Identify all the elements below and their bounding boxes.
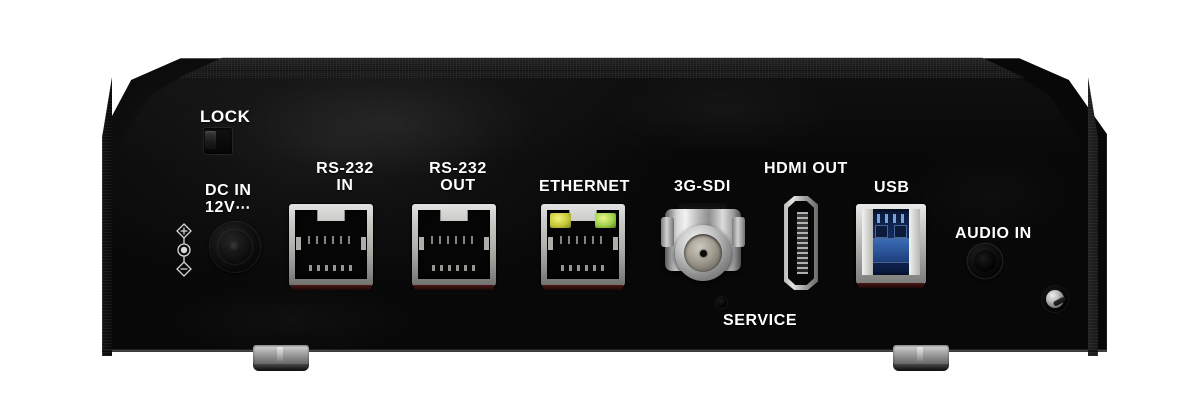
dc-in-jack[interactable] bbox=[210, 222, 260, 272]
rs232-in-contacts bbox=[309, 264, 353, 271]
chassis-bottom-edge bbox=[102, 348, 1107, 352]
ethernet-contacts bbox=[561, 264, 605, 271]
lock-label: LOCK bbox=[200, 107, 251, 126]
ethernet-link-led bbox=[550, 213, 571, 228]
audio-in-bore bbox=[974, 250, 996, 272]
ethernet-base bbox=[543, 285, 623, 290]
rs232-in-label-line1: RS-232 bbox=[316, 160, 374, 177]
usb-rail-right bbox=[909, 209, 920, 275]
dc-jack-center-pin bbox=[229, 241, 241, 253]
dc-in-voltage: 12V bbox=[205, 199, 236, 216]
chassis-screw bbox=[1042, 286, 1068, 312]
audio-in-label: AUDIO IN bbox=[955, 225, 1032, 242]
rs232-in-label-line2: IN bbox=[336, 177, 354, 194]
usb-lug-right bbox=[895, 226, 907, 237]
audio-in-port[interactable] bbox=[968, 244, 1002, 278]
usb-label: USB bbox=[874, 179, 910, 196]
dc-polarity-center-positive-icon bbox=[176, 223, 192, 277]
lock-switch-nub bbox=[205, 131, 216, 149]
rs232-out-tab-left bbox=[419, 236, 424, 250]
rs232-out-cavity bbox=[418, 210, 490, 279]
rs232-in-tab-left bbox=[296, 236, 301, 250]
sdi-label: 3G-SDI bbox=[674, 178, 731, 195]
hdmi-out-port[interactable] bbox=[784, 196, 818, 290]
ethernet-activity-led bbox=[595, 213, 616, 228]
rs232-in-cavity bbox=[295, 210, 367, 279]
rs232-in-base bbox=[291, 285, 371, 290]
dc-in-label-line1: DC IN bbox=[205, 182, 252, 199]
rs232-in-tab-right bbox=[361, 236, 366, 250]
usb-port[interactable] bbox=[856, 204, 926, 288]
dc-in-symbol: ⋯ bbox=[235, 199, 252, 216]
hdmi-contact-blade bbox=[797, 212, 808, 274]
service-label: SERVICE bbox=[723, 312, 798, 329]
rs232-out-tab-right bbox=[484, 236, 489, 250]
usb-base bbox=[858, 283, 924, 288]
screw-head bbox=[1046, 290, 1067, 308]
ethernet-tab-right bbox=[613, 236, 618, 250]
rs232-out-label-line1: RS-232 bbox=[429, 160, 487, 177]
bnc-bayonet-lug-left bbox=[661, 217, 674, 247]
usb-rail-left bbox=[862, 209, 873, 275]
chassis-right-side-wall bbox=[1088, 77, 1098, 356]
chassis-top-lip bbox=[178, 57, 1026, 78]
sdi-bnc-port[interactable] bbox=[661, 203, 745, 287]
rs232-out-base bbox=[414, 285, 494, 290]
rubber-foot-left bbox=[253, 345, 309, 371]
screw-slot bbox=[1052, 296, 1067, 307]
hdmi-cavity bbox=[788, 201, 814, 285]
chassis-left-side-wall bbox=[102, 77, 112, 356]
bnc-collar bbox=[675, 225, 731, 281]
ethernet-tab-left bbox=[548, 236, 553, 250]
dc-in-label-line2: 12V⋯ bbox=[205, 199, 251, 217]
bnc-bore bbox=[684, 234, 722, 272]
rs232-out-port[interactable] bbox=[412, 204, 496, 290]
rs232-in-port[interactable] bbox=[289, 204, 373, 290]
ethernet-label: ETHERNET bbox=[539, 178, 631, 195]
ethernet-pins bbox=[559, 236, 607, 245]
rs232-in-pins bbox=[307, 236, 355, 245]
usb-lug-left bbox=[875, 226, 887, 237]
service-pinhole[interactable] bbox=[716, 297, 727, 308]
bnc-center-contact bbox=[700, 250, 707, 257]
ethernet-port[interactable] bbox=[541, 204, 625, 290]
rs232-out-pins bbox=[430, 236, 478, 245]
rs232-out-label-line2: OUT bbox=[440, 177, 476, 194]
hdmi-out-label: HDMI OUT bbox=[764, 160, 848, 177]
bnc-bayonet-lug-right bbox=[732, 217, 745, 247]
rs232-out-contacts bbox=[432, 264, 476, 271]
usb-superspeed-contacts bbox=[868, 213, 914, 223]
usb-contact-block bbox=[871, 239, 911, 262]
lock-slide-switch[interactable] bbox=[204, 128, 232, 154]
rubber-foot-right bbox=[893, 345, 949, 371]
